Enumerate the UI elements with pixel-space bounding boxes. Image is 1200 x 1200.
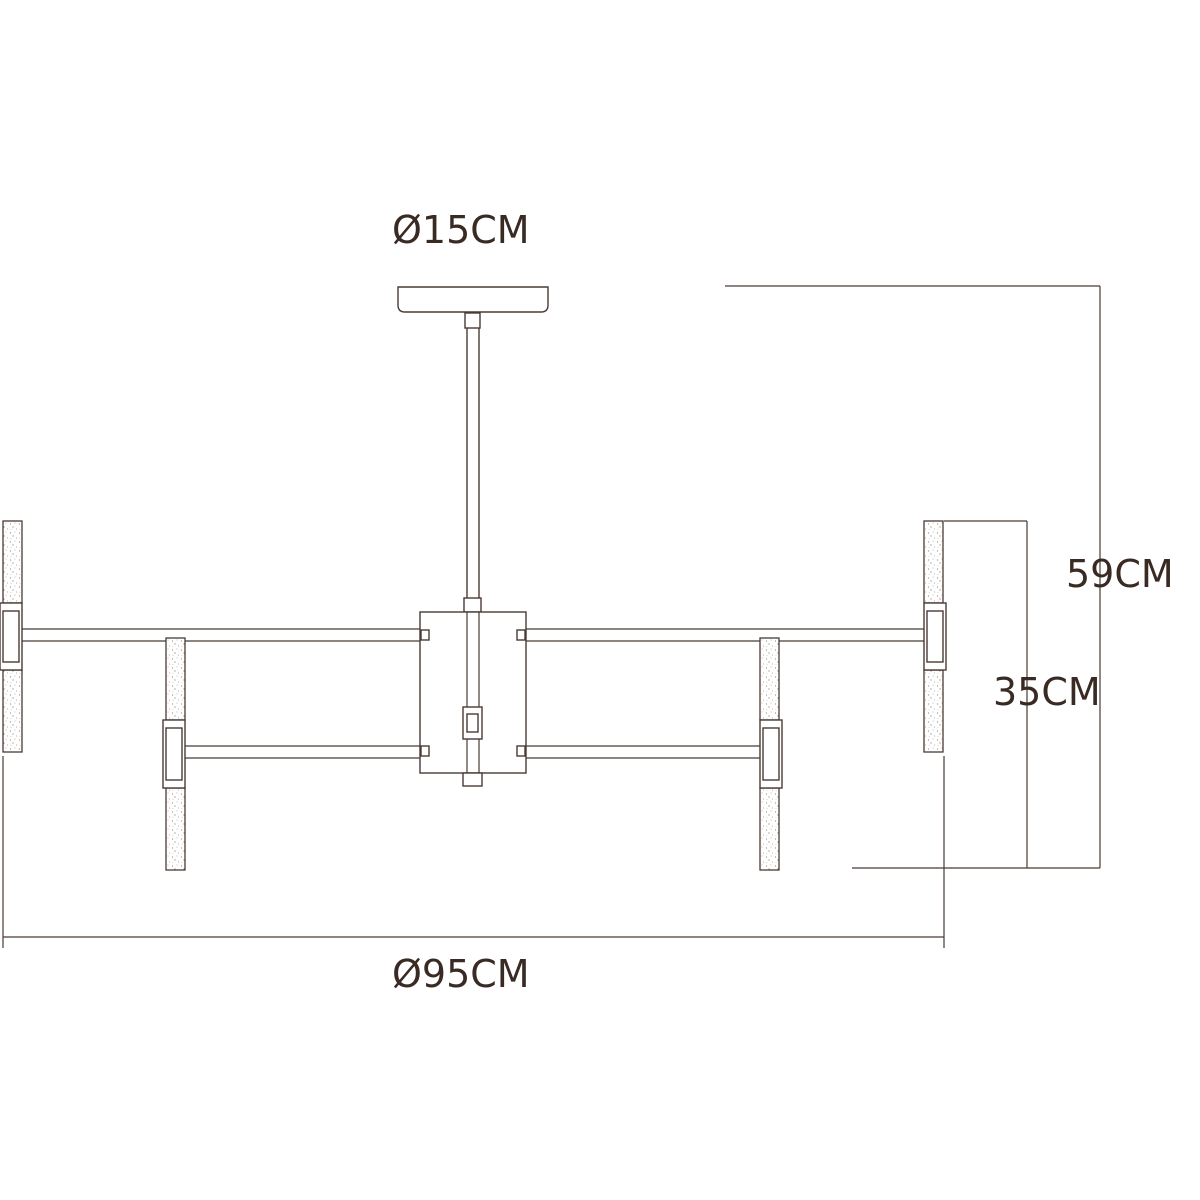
down-rod xyxy=(463,312,482,613)
lamp-right-outer xyxy=(923,520,947,753)
central-body xyxy=(419,611,527,787)
canopy xyxy=(397,286,549,313)
upper-arms xyxy=(22,628,924,642)
total-height-label: 59CM xyxy=(1066,552,1174,596)
lamp-right-inner xyxy=(759,637,783,871)
lower-arms xyxy=(185,745,760,759)
overall-diameter-label: Ø95CM xyxy=(392,952,530,996)
dimension-line-59cm xyxy=(725,285,1101,869)
dimension-line-35cm xyxy=(944,520,1028,868)
dimension-line-95cm xyxy=(2,756,945,948)
lamp-left-inner xyxy=(162,637,186,871)
canopy-diameter-label: Ø15CM xyxy=(392,208,530,252)
lamp-left-outer xyxy=(0,520,23,753)
body-height-label: 35CM xyxy=(993,670,1101,714)
